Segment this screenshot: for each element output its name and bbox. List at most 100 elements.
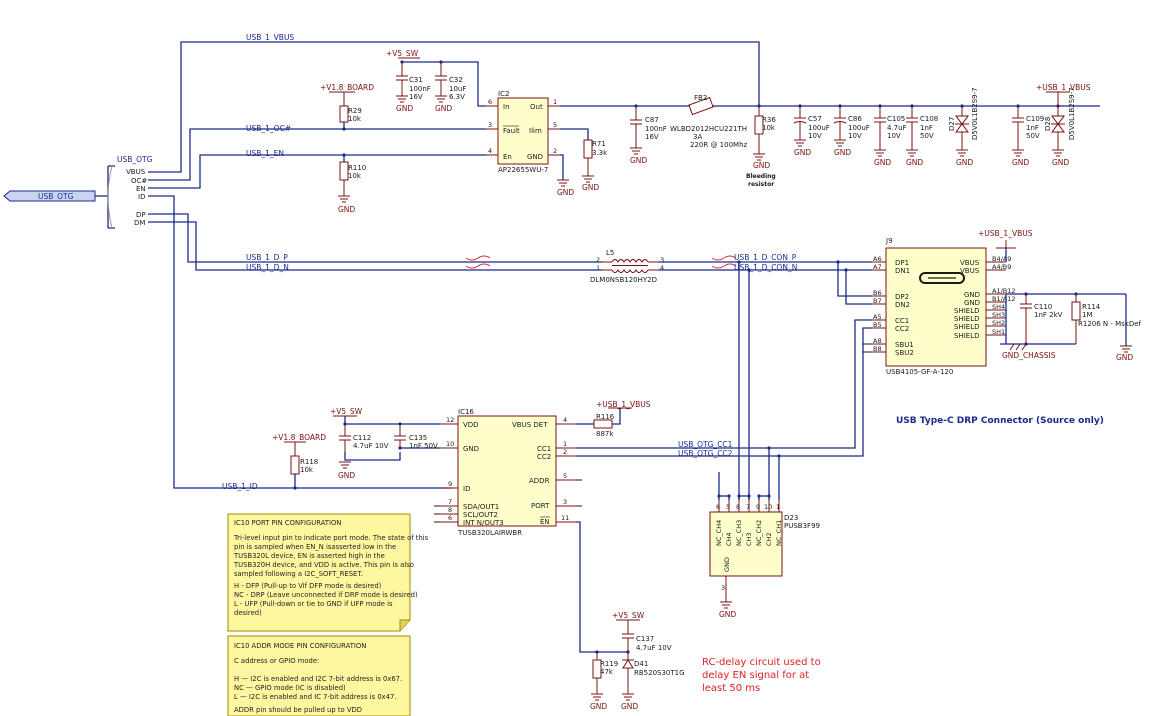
bleed-label-1: Bleeding [746, 173, 776, 180]
j9-num-a4: A4/B9 [992, 263, 1011, 271]
v5-label-c137: +V5_SW [612, 611, 645, 620]
res-r114[interactable]: R114 1M R1206 N - MskDef [1050, 294, 1142, 345]
j9-num-sh4: SH4 [992, 303, 1005, 311]
cap-c109[interactable]: GND C109 1nF 50V [1012, 106, 1044, 167]
net-con-n: USB_1_D_CON_N [734, 263, 797, 272]
res-r116[interactable]: +USB_1_VBUS R116 887k [576, 400, 651, 438]
vbus-label-j9: +USB_1_VBUS [978, 229, 1033, 238]
gnd-d28: GND [1052, 158, 1069, 167]
d23-pin-gnd: GND [723, 557, 731, 572]
cap-c135[interactable]: C135 1nF 50V [394, 424, 438, 450]
d27-part: D5V0L1B2S9-7 [971, 87, 979, 140]
j9-num-sh2: SH2 [992, 319, 1005, 327]
ic2-pin-ilim: Ilim [529, 127, 542, 135]
j9-pin-shield3: SHIELD [954, 323, 979, 331]
net-otg-cc2: USB_OTG_CC2 [678, 449, 733, 458]
v18-label-r29: +V1.8_BOARD [320, 83, 374, 92]
c135-val: 1nF 50V [409, 442, 438, 450]
c112-val: 4.7uF 10V [353, 442, 389, 450]
d23-pin-nc-ch3: NC_CH3 [735, 520, 743, 546]
l5-p4: 4 [660, 264, 664, 272]
r29-val: 10k [348, 115, 362, 123]
res-r119[interactable]: GND R119 47k [590, 652, 618, 711]
c137-val: 4.7uF 10V [636, 644, 672, 652]
c110-val: 1nF 2kV [1034, 311, 1063, 319]
ic2-ilim-r71[interactable]: GND R71 3.3k [560, 128, 608, 192]
r118-ref: R118 [300, 458, 318, 466]
diff-pair-marker-left [465, 255, 491, 269]
portcfg-line-1: pin is sampled when EN_N isasserted low … [234, 543, 396, 551]
l5-p3: 3 [660, 256, 664, 264]
addrcfg-line-4: L — I2C is enabled and IC 7-bit address … [234, 693, 397, 701]
c112-ref: C112 [353, 434, 371, 442]
res-r29[interactable]: +V1.8_BOARD R29 10k [320, 83, 374, 131]
c109-val1: 1nF [1026, 124, 1039, 132]
d28-part: D5V0L1B2S9-7 [1068, 87, 1076, 140]
gnd-c87: GND [630, 156, 647, 165]
cap-c87[interactable]: GND C87 100nF 16V [630, 106, 667, 165]
cap-c112[interactable]: C112 4.7uF 10V [339, 424, 389, 452]
usb-otg-port-label: USB_OTG [38, 192, 74, 201]
vbus-power-flag-right: +USB_1_VBUS [1036, 83, 1091, 106]
diode-d41[interactable]: GND D41 RB520S30T1G [621, 652, 685, 711]
d23-pin-nc-ch4: NC_CH4 [715, 520, 723, 546]
portcfg-line-9: desired) [234, 609, 262, 617]
ic16-part: TUSB320LAIRWBR [457, 529, 522, 537]
j9-pin-gnd2: GND [964, 299, 980, 307]
gnd-j9: GND [1116, 353, 1133, 362]
cap-c86[interactable]: GND C86 100uF 10V [833, 106, 870, 157]
d23-part: PUSB3F99 [784, 522, 820, 530]
tvs-d27[interactable]: GND D27 D5V0L1B2S9-7 [948, 87, 979, 167]
res-r36-bleeding[interactable]: GND R36 10k Bleeding resistor [746, 106, 776, 188]
note-port-config: IC10 PORT PIN CONFIGURATION Tri-level in… [227, 513, 429, 632]
tvs-d28[interactable]: GND D28 D5V0L1B2S9-7 [1044, 87, 1076, 167]
ic16-pin-scl: SCL/OUT2 [463, 511, 498, 519]
c31-ref: C31 [409, 76, 423, 84]
cap-c137[interactable]: C137 4.7uF 10V [622, 620, 672, 652]
l5-part: DLM0NSB120HY2D [590, 276, 657, 284]
d23-n3: 3 [721, 584, 725, 592]
gnd-c108: GND [906, 158, 923, 167]
choke-l5[interactable]: L5 DLM0NSB120HY2D 2 1 3 4 [590, 249, 664, 284]
cap-c110[interactable]: C110 1nF 2kV [1020, 294, 1063, 344]
j9-pin-dn2: DN2 [895, 301, 910, 309]
cap-c32[interactable]: GND C32 10uF 6.3V [435, 62, 466, 113]
esd-d23[interactable]: D23 PUSB3F99 6 5 8 7 9 10 1 NC_CH4 CH4 N… [709, 472, 820, 619]
portcfg-line-6: H - DFP (Pull-up to Vif DFP mode is desi… [234, 582, 382, 590]
d23-n8: 8 [736, 503, 740, 511]
ferrite-fb2[interactable]: FB2 WLBD2012HCU221TH 3A 220R @ 100Mhz [670, 94, 748, 149]
c105-ref: C105 [887, 115, 905, 123]
ic16-n4: 4 [563, 416, 567, 424]
ic2-ap22655[interactable]: IC2 AP22655WU-7 In Out Fault Ilim En GND… [486, 90, 560, 174]
usb-c-connector-j9[interactable]: J9 USB4105-GF-A-120 A6 A7 B6 B7 A5 B5 A8… [862, 237, 1016, 376]
d23-n1: 1 [776, 503, 780, 511]
cap-c105[interactable]: GND C105 4.7uF 10V [874, 106, 907, 167]
c108-val1: 1nF [920, 124, 933, 132]
j9-num-b4: B4/A9 [992, 255, 1011, 263]
vbus-label-r116: +USB_1_VBUS [596, 400, 651, 409]
ic2-n1: 1 [553, 98, 557, 106]
j9-num-a7: A7 [873, 263, 882, 271]
cap-c57[interactable]: GND C57 100uF 10V [793, 106, 830, 157]
ic16-tusb320[interactable]: IC16 TUSB320LAIRWBR VDD GND ID SDA/OUT1 … [440, 408, 576, 537]
j9-num-b1: B1/A12 [992, 295, 1016, 303]
r71-val: 3.3k [592, 149, 608, 157]
ic2-part: AP22655WU-7 [498, 166, 548, 174]
res-r110[interactable]: GND R110 10k [338, 153, 366, 214]
res-r118[interactable]: +V1.8_BOARD R118 10k [272, 433, 326, 490]
cc-nets: USB_OTG_CC1 USB_OTG_CC2 [576, 319, 872, 500]
addrcfg-line-2: H — I2C is enabled and I2C 7-bit address… [234, 675, 402, 683]
l5-p1: 1 [596, 264, 600, 272]
cap-c31[interactable]: GND C31 100nF 16V [396, 62, 431, 113]
cap-c108[interactable]: GND C108 1nF 50V [906, 106, 938, 167]
j9-num-a1: A1/B12 [992, 287, 1016, 295]
ic2-n5: 5 [553, 121, 557, 129]
rc-note-line1: RC-delay circuit used to [702, 657, 821, 668]
usb-otg-hier-port[interactable]: USB_OTG [3, 190, 108, 202]
port-pin-id: ID [138, 193, 145, 201]
fb2-current: 3A [693, 133, 702, 141]
c108-ref: C108 [920, 115, 938, 123]
j9-num-b8: B8 [873, 345, 882, 353]
j9-pin-vbus1: VBUS [960, 259, 980, 267]
j9-pin-cc1: CC1 [895, 317, 909, 325]
